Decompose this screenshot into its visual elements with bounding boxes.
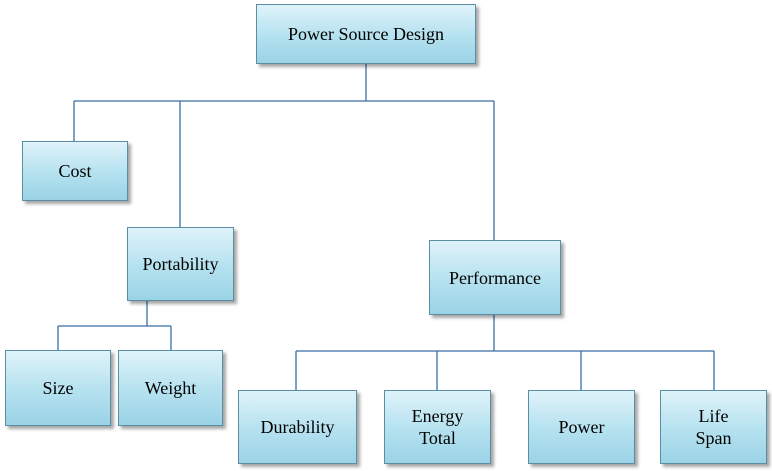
node-size: Size [5, 350, 111, 426]
node-durability: Durability [238, 390, 357, 464]
node-power: Power [528, 390, 635, 464]
node-label-line2: Total [419, 428, 456, 448]
node-power-source-design: Power Source Design [256, 4, 476, 64]
node-label-line1: Life [698, 406, 729, 426]
node-energy-total: Energy Total [384, 390, 491, 464]
node-life-span: Life Span [660, 390, 767, 464]
node-label: Portability [142, 254, 219, 274]
node-portability: Portability [127, 227, 234, 301]
node-label: Performance [449, 267, 541, 288]
node-cost: Cost [22, 141, 128, 201]
node-weight: Weight [118, 350, 223, 426]
node-label: Power Source Design [288, 24, 444, 44]
node-label-line1: Energy [411, 406, 464, 426]
node-label: Cost [58, 161, 92, 181]
node-label: Weight [144, 378, 197, 398]
node-label: Durability [260, 417, 335, 437]
node-performance: Performance [429, 240, 561, 315]
node-label: Size [42, 378, 74, 398]
node-label-line2: Span [695, 428, 732, 448]
node-label: Power [558, 417, 605, 437]
